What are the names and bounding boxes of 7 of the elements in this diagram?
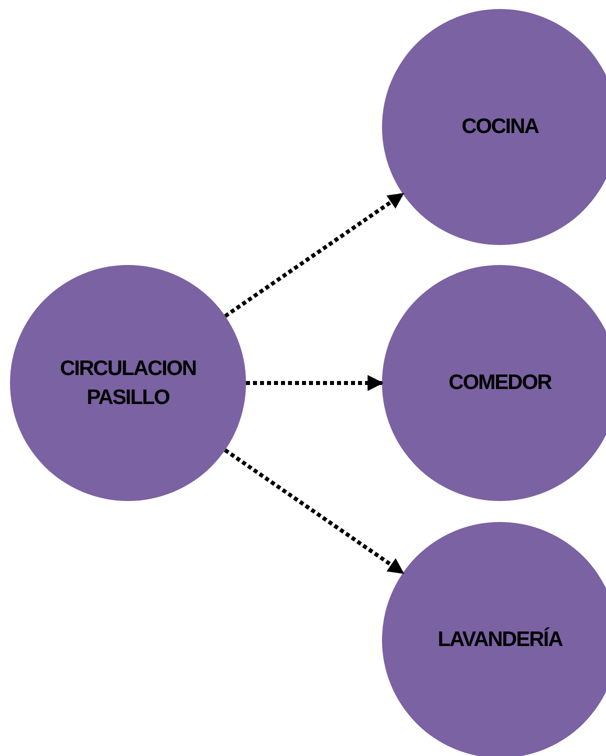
node-label: CIRCULACION PASILLO [59, 356, 197, 411]
node-label: LAVANDERÍA [438, 626, 562, 654]
node-label: COMEDOR [448, 370, 552, 396]
node-label: COCINA [462, 114, 538, 140]
dotted-arrow [224, 192, 404, 318]
dotted-arrow [224, 448, 404, 575]
dotted-arrow [246, 375, 384, 391]
